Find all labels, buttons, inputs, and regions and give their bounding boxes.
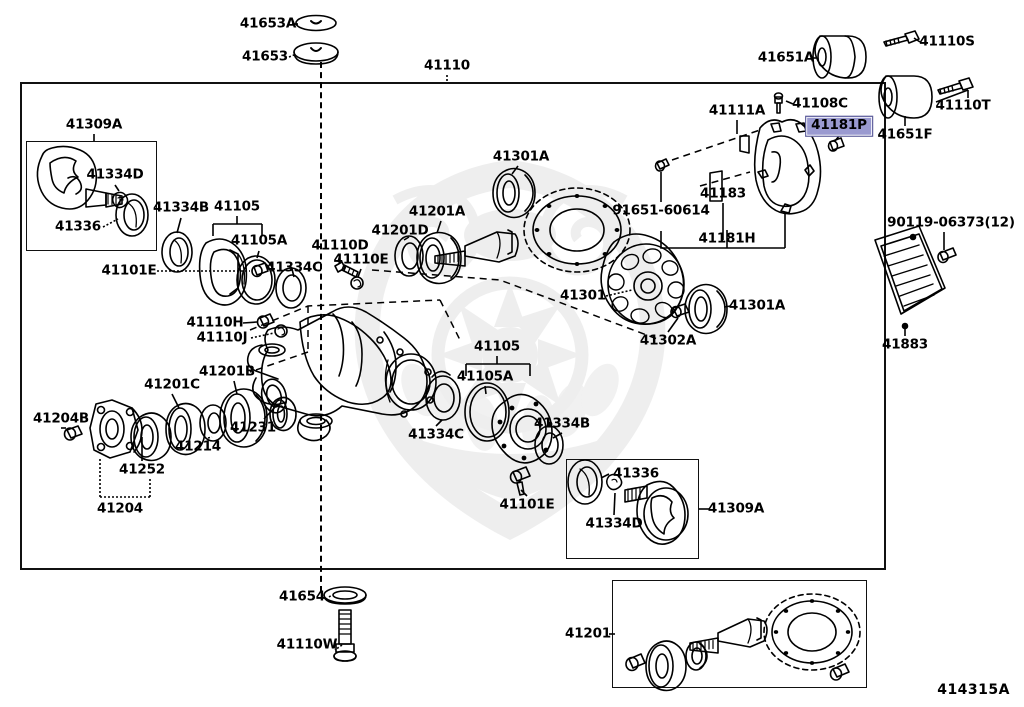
label-41201b: 41201B: [198, 363, 256, 380]
label-41336-inset: 41336: [613, 465, 659, 482]
label-41110: 41110: [424, 57, 470, 74]
label-41653a: 41653A: [239, 15, 297, 32]
label-41110j: 41110J: [196, 329, 248, 346]
label-41336-upper: 41336: [55, 218, 101, 235]
label-41110e: 41110E: [333, 251, 389, 268]
label-41204b: 41204B: [32, 410, 90, 427]
label-90119-06373: 90119-06373(12): [887, 214, 1015, 231]
inset-41309a-upper-box: [26, 141, 157, 251]
label-41301a-upper: 41301A: [492, 148, 550, 165]
label-41181h: 41181H: [698, 230, 756, 247]
label-41204: 41204: [97, 500, 143, 517]
label-41110h: 41110H: [186, 314, 244, 331]
label-41651a: 41651A: [757, 49, 815, 66]
label-41309a-upper: 41309A: [65, 116, 123, 133]
label-41110d: 41110D: [311, 237, 369, 254]
label-41334d-upper: 41334D: [86, 166, 144, 183]
label-41883: 41883: [882, 336, 928, 353]
label-41101e-left: 41101E: [101, 262, 157, 279]
label-41201-inset: 41201: [565, 625, 611, 642]
label-41110s: 41110S: [919, 33, 975, 50]
label-41653: 41653: [242, 48, 288, 65]
label-41301a-right: 41301A: [728, 297, 786, 314]
label-41110w: 41110W: [276, 636, 338, 653]
label-41108c: 41108C: [792, 95, 848, 112]
label-41105a-mid: 41105A: [456, 368, 514, 385]
label-41201a: 41201A: [408, 203, 466, 220]
label-41111a: 41111A: [708, 102, 766, 119]
label-41334b-mid: 41334B: [533, 415, 591, 432]
label-41110t: 41110T: [935, 97, 991, 114]
label-41231: 41231: [230, 419, 276, 436]
label-41181p-highlighted[interactable]: 41181P: [805, 115, 873, 137]
label-41651f: 41651F: [877, 126, 933, 143]
label-41201c: 41201C: [144, 376, 200, 393]
label-41301: 41301: [560, 287, 606, 304]
label-41101e-mid: 41101E: [499, 496, 555, 513]
diagram-id: 414315A: [937, 682, 1010, 698]
inset-41201-box: [612, 580, 867, 688]
label-41105-left: 41105: [214, 198, 260, 215]
inset-41309a-lower-box: [566, 459, 699, 559]
label-41334c-left: 41334C: [266, 259, 322, 276]
label-41252: 41252: [119, 461, 165, 478]
label-41334b-left: 41334B: [152, 199, 210, 216]
vertical-dash-dot-axis: [320, 62, 322, 592]
label-41105a-left: 41105A: [230, 232, 288, 249]
main-outline-box: [20, 82, 886, 570]
label-41183: 41183: [700, 185, 746, 202]
label-41214: 41214: [175, 438, 221, 455]
label-41105-mid: 41105: [474, 338, 520, 355]
label-91651-60614: 91651-60614: [612, 202, 710, 219]
label-41334d-inset: 41334D: [585, 515, 643, 532]
label-41309a-inset: 41309A: [707, 500, 765, 517]
label-41302a: 41302A: [639, 332, 697, 349]
label-41654: 41654: [279, 588, 325, 605]
label-41201d: 41201D: [371, 222, 429, 239]
label-41334c-mid: 41334C: [408, 426, 464, 443]
